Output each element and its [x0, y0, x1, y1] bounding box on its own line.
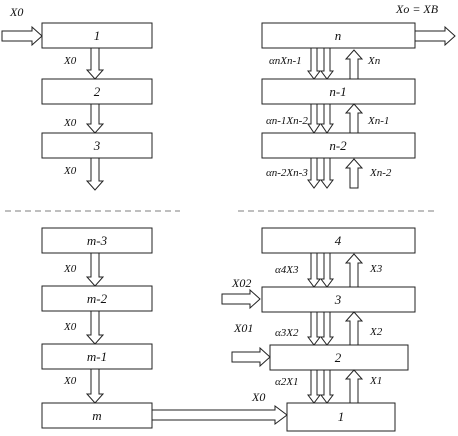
box-stage-n-2 — [261, 132, 416, 159]
box-label-r2: 2 — [335, 350, 342, 365]
box-right-stage-4 — [261, 227, 416, 254]
arrow-down-4-3-b — [320, 252, 334, 288]
box-label-n: n — [335, 28, 342, 43]
arrow-up-2-3 — [344, 311, 364, 346]
box-label-1: 1 — [94, 28, 101, 43]
box-label-m-3: m-3 — [87, 233, 108, 248]
arrow-m-to-1 — [151, 405, 288, 425]
output-arrow — [414, 25, 456, 47]
arrow-down-n1-a — [307, 103, 321, 134]
arrow-down-2-1-a — [307, 369, 321, 404]
label-x0-2-3: X0 — [63, 117, 77, 129]
label-x0-m1: X0 — [63, 375, 77, 387]
label-x3: X3 — [369, 263, 383, 275]
label-x0-1-2: X0 — [63, 55, 77, 67]
label-alpha-n: αnXn-1 — [269, 55, 302, 67]
arrow-down-m3-m2 — [85, 252, 105, 287]
box-stage-2 — [41, 78, 153, 105]
arrow-down-3-2-a — [307, 311, 321, 346]
arrow-up-n2 — [344, 158, 364, 189]
box-label-r4: 4 — [335, 233, 342, 248]
input-arrow-x01 — [231, 346, 271, 368]
label-x02: X02 — [231, 276, 251, 290]
label-xn2: Xn-2 — [369, 167, 392, 179]
arrow-up-n — [344, 49, 364, 80]
arrow-down-3-out — [85, 157, 105, 191]
label-x0-3-out: X0 — [63, 165, 77, 177]
box-label-m-2: m-2 — [87, 291, 108, 306]
box-label-2: 2 — [94, 84, 101, 99]
label-alpha3: α3X2 — [275, 327, 299, 339]
box-stage-m-3 — [41, 227, 153, 254]
label-xn: Xn — [367, 55, 381, 67]
box-label-n-1: n-1 — [329, 84, 346, 99]
label-x1: X1 — [369, 375, 382, 387]
arrow-down-n1-b — [320, 103, 334, 134]
box-stage-n-1 — [261, 78, 416, 105]
box-label-r1: 1 — [338, 409, 345, 424]
arrow-down-n2-b — [320, 157, 334, 189]
label-alpha4: α4X3 — [275, 264, 299, 276]
label-x0-input: X0 — [9, 5, 23, 19]
arrow-down-2-3 — [85, 103, 105, 134]
label-x0-m3: X0 — [63, 263, 77, 275]
arrow-up-3-4 — [344, 253, 364, 288]
arrow-up-n1 — [344, 103, 364, 134]
input-arrow-x0 — [1, 25, 43, 47]
box-label-r3: 3 — [334, 292, 342, 307]
box-stage-m-1 — [41, 343, 153, 370]
label-alpha2: α2X1 — [275, 376, 299, 388]
arrow-down-n2-a — [307, 157, 321, 189]
box-stage-m — [41, 402, 153, 429]
label-x01: X01 — [233, 321, 253, 335]
arrow-down-2-1-b — [320, 369, 334, 404]
box-label-m: m — [92, 408, 101, 423]
box-label-3: 3 — [93, 138, 101, 153]
arrow-down-n-a — [307, 47, 321, 80]
label-x0-bottom: X0 — [251, 390, 265, 404]
input-arrow-x02 — [221, 288, 261, 310]
arrow-up-1-2 — [344, 369, 364, 404]
box-label-n-2: n-2 — [329, 138, 347, 153]
arrow-down-4-3-a — [307, 252, 321, 288]
label-x0-m2: X0 — [63, 321, 77, 333]
box-label-m-1: m-1 — [87, 349, 107, 364]
box-right-stage-3 — [261, 286, 416, 313]
label-output-eq: Xo = XB — [395, 2, 439, 16]
label-alpha-n2: αn-2Xn-3 — [266, 167, 308, 179]
box-stage-m-2 — [41, 285, 153, 312]
arrow-down-m1-m — [85, 368, 105, 404]
arrow-down-m2-m1 — [85, 310, 105, 345]
label-xn1: Xn-1 — [367, 115, 389, 127]
label-x2: X2 — [369, 326, 383, 338]
arrow-down-n-b — [320, 47, 334, 80]
arrow-down-3-2-b — [320, 311, 334, 346]
arrow-down-1-2 — [85, 47, 105, 80]
label-alpha-n1: αn-1Xn-2 — [266, 115, 308, 127]
box-right-stage-1 — [286, 402, 396, 432]
